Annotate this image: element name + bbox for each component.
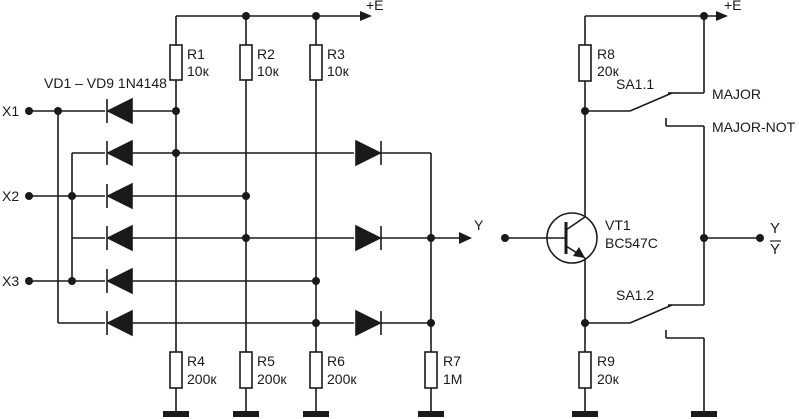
junction [54, 107, 62, 115]
resistor-r6 [309, 351, 323, 389]
r5-value: 200к [257, 371, 287, 387]
junction [427, 234, 435, 242]
resistor-r1 [169, 44, 183, 81]
switch-sa12-label: SA1.2 [616, 287, 654, 303]
ground-symbol [572, 411, 598, 417]
resistor-r3 [309, 44, 323, 81]
r4-name: R4 [187, 353, 205, 369]
resistor-r9 [578, 351, 592, 389]
diode-vd-out2 [355, 224, 460, 252]
switch-sa11 [585, 92, 704, 127]
r7-value: 1M [443, 371, 462, 387]
junction [312, 319, 320, 327]
r9-name: R9 [597, 353, 615, 369]
r7-name: R7 [443, 353, 461, 369]
resistor-r7 [424, 351, 438, 389]
r8-name: R8 [597, 46, 615, 62]
ground-symbol [233, 411, 259, 417]
transistor-vt1 [546, 212, 598, 264]
left-circuit: +E R1 10к R2 10к R3 10к R4 200к R5 200к … [2, 0, 484, 417]
r3-name: R3 [327, 46, 345, 62]
r5-name: R5 [257, 353, 275, 369]
junction [68, 277, 76, 285]
r6-value: 200к [327, 371, 357, 387]
junction [172, 149, 180, 157]
ground-symbol [303, 411, 329, 417]
r9-value: 20к [597, 371, 620, 387]
right-output-terminal [756, 234, 764, 242]
output-y-arrow [459, 232, 472, 244]
diode-vd-out3 [355, 309, 431, 337]
r2-value: 10к [257, 63, 280, 79]
transistor-type: BC547C [605, 235, 658, 251]
supply-label-right: +E [724, 0, 742, 13]
supply-arrow-right [716, 11, 728, 21]
junction [68, 192, 76, 200]
diode-vd-row2 [106, 139, 354, 167]
diode-label: VD1 – VD9 1N4148 [44, 75, 167, 91]
diode-vd-row5 [106, 267, 316, 295]
ground-symbol [163, 411, 189, 417]
junction [312, 277, 320, 285]
switch-sa11-label: SA1.1 [616, 76, 654, 92]
diode-vd-row4 [106, 224, 354, 252]
output-y-label: Y [474, 217, 484, 233]
diode-vd-row3 [106, 182, 246, 210]
switch-sa12 [585, 304, 704, 339]
supply-label-left: +E [366, 0, 384, 13]
r4-value: 200к [187, 371, 217, 387]
r1-value: 10к [187, 63, 210, 79]
input-label-x1: X1 [2, 103, 19, 119]
input-label-x3: X3 [2, 273, 19, 289]
right-output-ybar-label: Y [770, 241, 780, 258]
ground-symbol [418, 411, 444, 417]
input-label-x2: X2 [2, 188, 19, 204]
junction [242, 192, 250, 200]
junction [242, 234, 250, 242]
mode-major-not-label: MAJOR-NOT [712, 119, 796, 135]
resistor-r4 [169, 351, 183, 389]
supply-arrow-left [360, 11, 372, 21]
junction [172, 107, 180, 115]
resistor-r2 [239, 44, 253, 81]
transistor-name: VT1 [605, 217, 631, 233]
r2-name: R2 [257, 46, 275, 62]
r3-value: 10к [327, 63, 350, 79]
right-output-y-label: Y [770, 220, 780, 237]
r1-name: R1 [187, 46, 205, 62]
diode-vd-out1 [355, 139, 431, 167]
r6-name: R6 [327, 353, 345, 369]
diode-vd-row1 [106, 97, 176, 125]
resistor-r8 [578, 44, 592, 82]
junction [427, 319, 435, 327]
resistor-r5 [239, 351, 253, 389]
ground-symbol [691, 411, 717, 417]
right-circuit: +E R8 20к R9 20к VT1 BC547C [501, 0, 796, 417]
r8-value: 20к [597, 63, 620, 79]
mode-major-label: MAJOR [712, 86, 761, 102]
